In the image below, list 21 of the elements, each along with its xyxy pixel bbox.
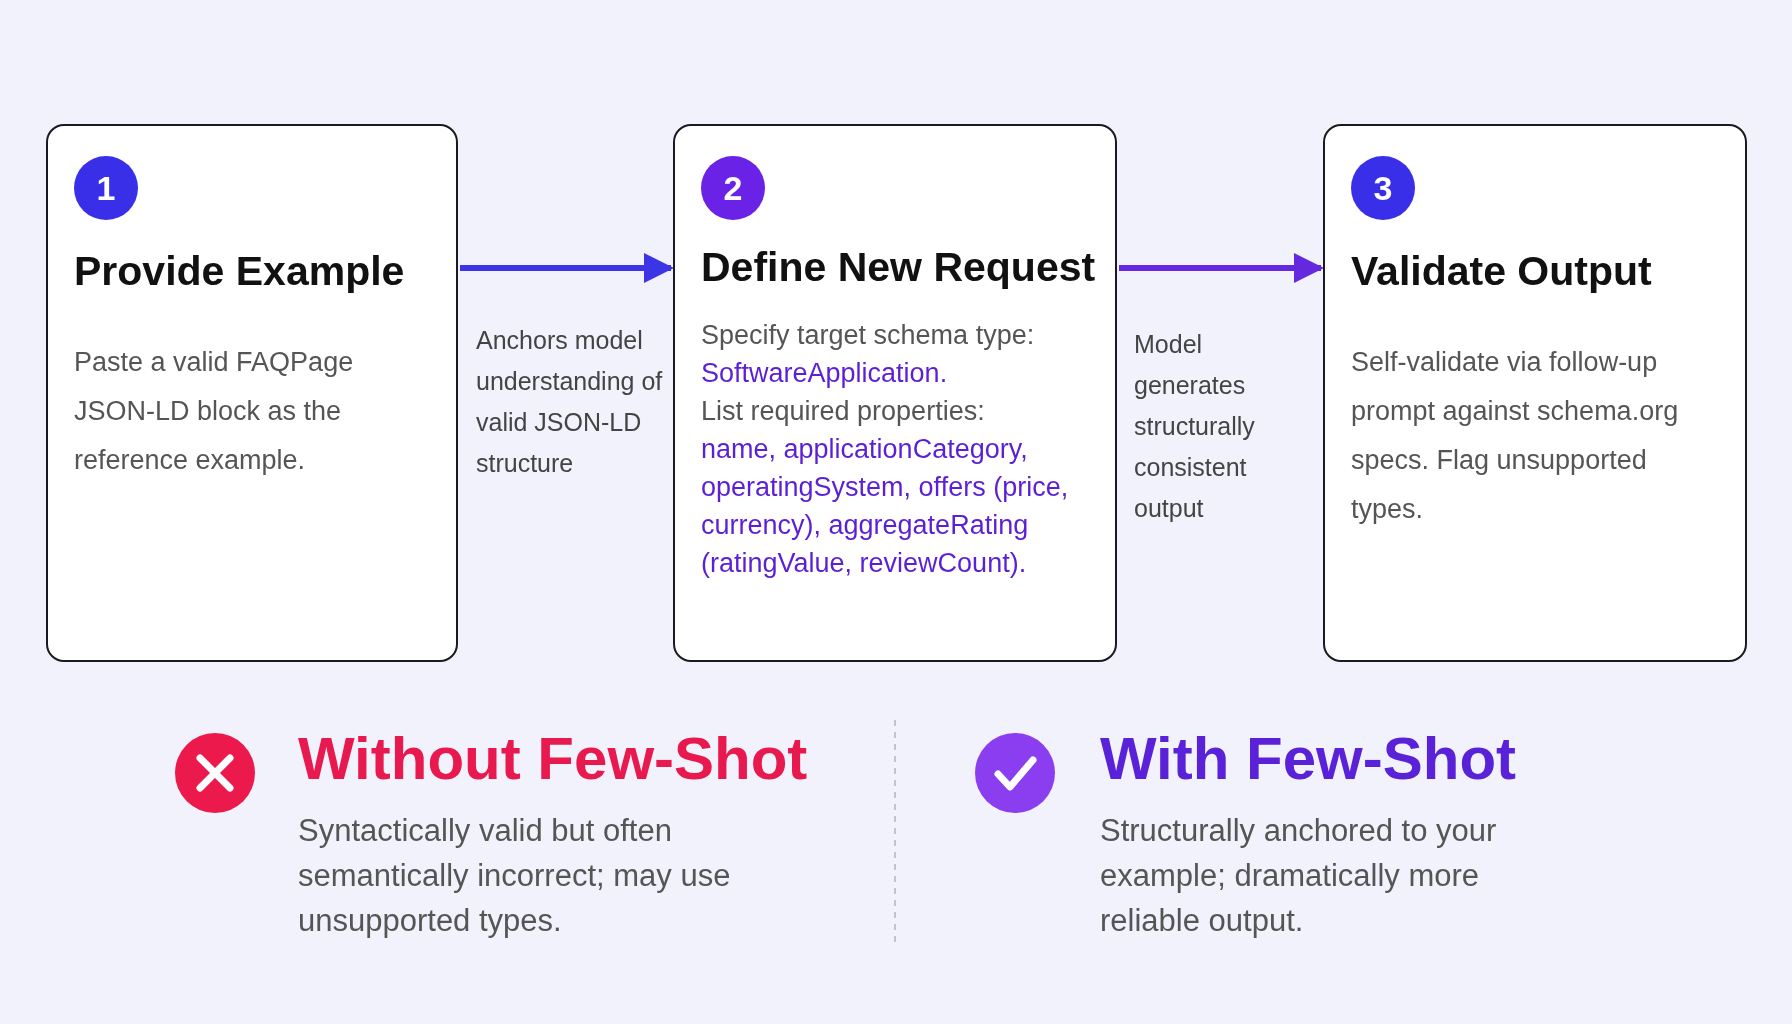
arrow [1119,253,1324,283]
step-title: Validate Output [1351,248,1652,295]
heading: With Few-Shot [1100,724,1517,793]
step-number: 2 [701,156,765,220]
step-title: Define New Request [701,244,1096,291]
step-description: Paste a valid FAQPage JSON-LD block as the reference example. [74,346,355,477]
heading: Without Few-Shot [298,724,808,793]
description-text: Structurally anchored to your example; dramatically more reliable output. [1100,812,1498,940]
arrow [460,253,674,283]
description-text: Syntactically valid but often semantically incorrect; may use unsupported types. [298,812,732,940]
step-description: List required properties: [701,395,986,428]
step-card [1323,124,1747,662]
step-description: Specify target schema type: [701,319,1036,352]
step-description: name, applicationCategory, operatingSystem, offers (price, currency), aggregateRating (ratingValue, reviewCount). [701,433,1070,580]
step-card [46,124,458,662]
step-number: 1 [74,156,138,220]
step-description: SoftwareApplication. [701,357,949,390]
step-number: 3 [1351,156,1415,220]
step-card [673,124,1117,662]
step-description: Self-validate via follow-up prompt against schema.org specs. Flag unsupported types. [1351,346,1680,526]
step-title: Provide Example [74,248,405,295]
